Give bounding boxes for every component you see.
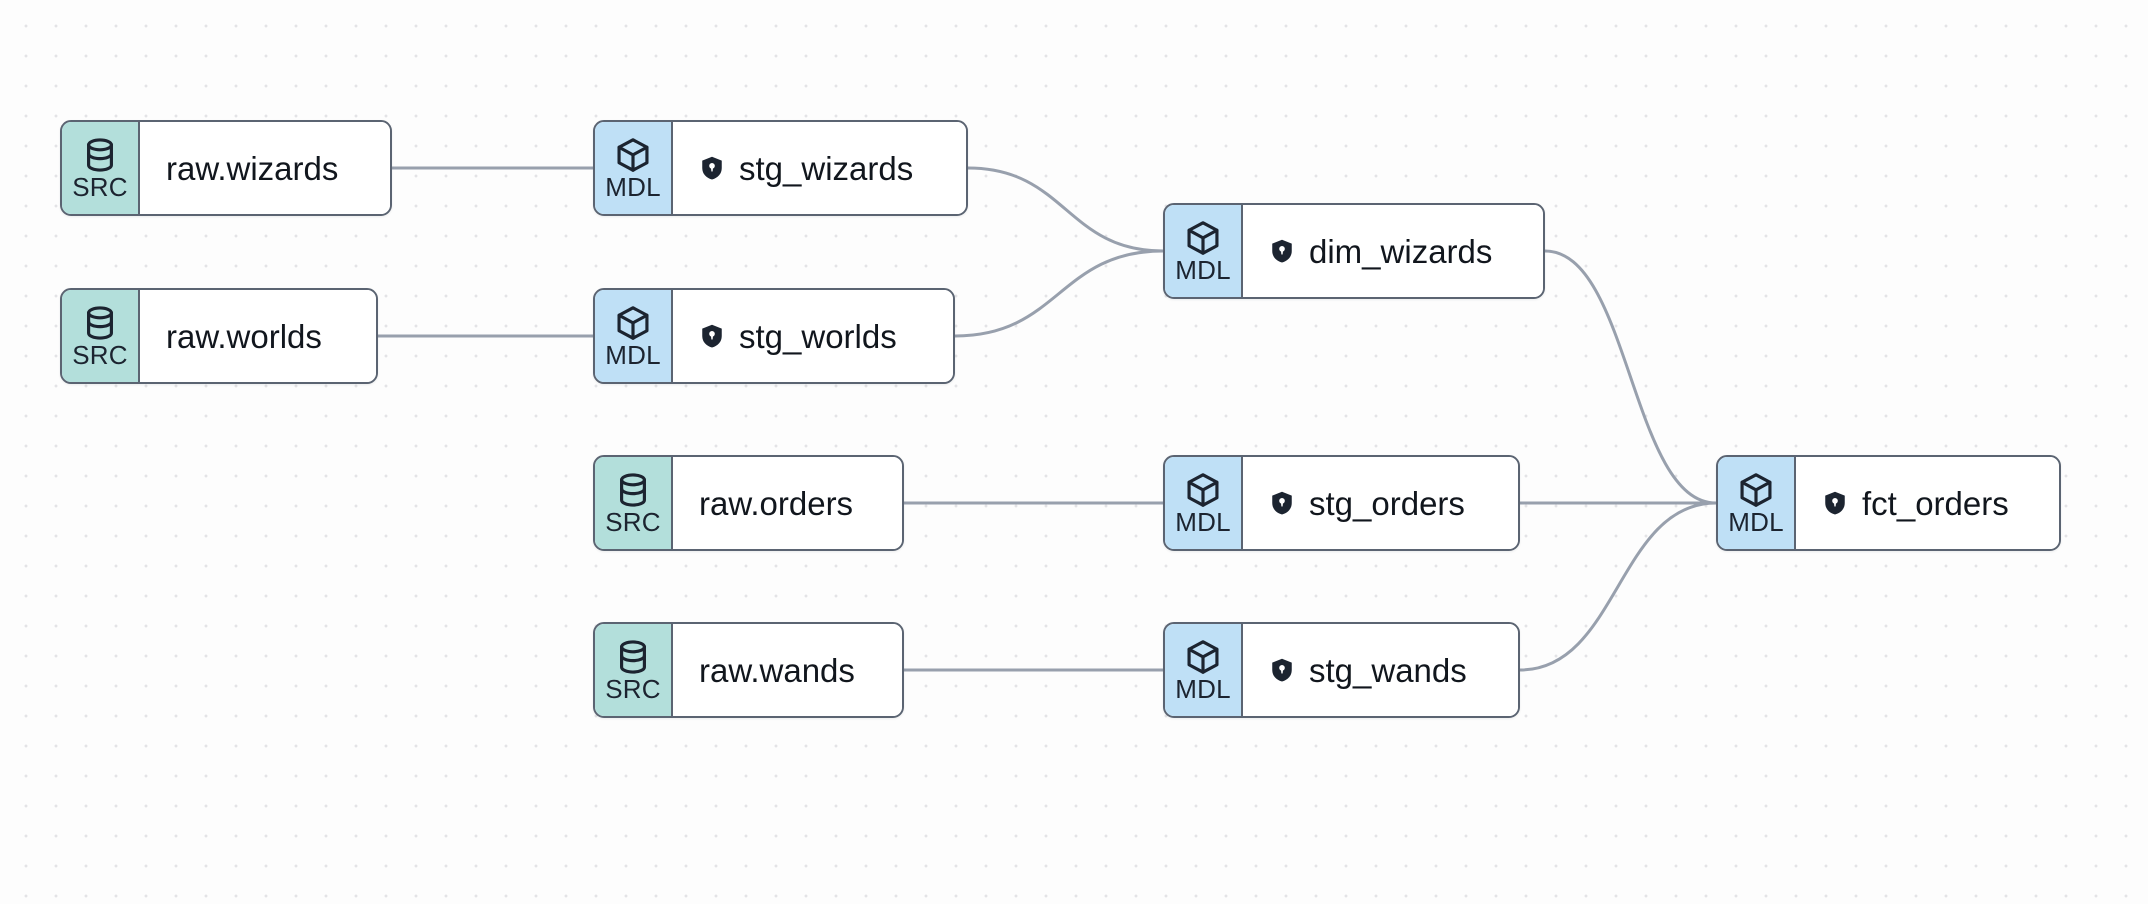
node-label: stg_worlds — [739, 317, 897, 355]
node-type-label: MDL — [1728, 507, 1784, 537]
node-type-label: MDL — [1175, 507, 1231, 537]
cube-icon — [1187, 640, 1219, 674]
database-icon — [87, 138, 113, 172]
shield-lock-icon — [702, 156, 722, 180]
cube-icon — [1187, 221, 1219, 255]
lineage-node-raw-wizards[interactable]: SRC raw.wizards — [60, 120, 392, 216]
node-type-badge: SRC — [595, 624, 673, 716]
lineage-node-stg-wands[interactable]: MDL stg_wands — [1163, 622, 1520, 718]
lineage-node-dim-wizards[interactable]: MDL dim_wizards — [1163, 203, 1545, 299]
shield-lock-icon — [1825, 491, 1845, 515]
lineage-node-raw-orders[interactable]: SRC raw.orders — [593, 455, 904, 551]
node-body: stg_worlds — [673, 290, 953, 382]
node-label: raw.wizards — [166, 149, 339, 187]
node-type-label: MDL — [605, 340, 661, 370]
shield-lock-icon — [1272, 491, 1292, 515]
lineage-node-stg-orders[interactable]: MDL stg_orders — [1163, 455, 1520, 551]
node-type-badge: SRC — [62, 122, 140, 214]
node-type-label: MDL — [1175, 255, 1231, 285]
database-icon — [620, 473, 646, 507]
lineage-node-fct-orders[interactable]: MDL fct_orders — [1716, 455, 2061, 551]
node-type-badge: MDL — [1165, 624, 1243, 716]
node-type-label: SRC — [605, 674, 661, 704]
node-body: dim_wizards — [1243, 205, 1543, 297]
node-label: stg_orders — [1309, 484, 1465, 522]
shield-lock-icon — [1272, 239, 1292, 263]
lineage-node-stg-worlds[interactable]: MDL stg_worlds — [593, 288, 955, 384]
node-type-badge: SRC — [595, 457, 673, 549]
node-label: stg_wizards — [739, 149, 914, 187]
node-type-label: SRC — [605, 507, 661, 537]
node-label: raw.wands — [699, 651, 855, 689]
node-type-badge: MDL — [1718, 457, 1796, 549]
node-label: dim_wizards — [1309, 232, 1493, 270]
database-icon — [87, 306, 113, 340]
node-type-label: SRC — [72, 172, 128, 202]
node-body: raw.worlds — [140, 290, 376, 382]
database-icon — [620, 640, 646, 674]
node-type-label: MDL — [1175, 674, 1231, 704]
cube-icon — [617, 306, 649, 340]
node-body: raw.wizards — [140, 122, 390, 214]
node-label: stg_wands — [1309, 651, 1467, 689]
node-body: stg_orders — [1243, 457, 1518, 549]
lineage-node-raw-worlds[interactable]: SRC raw.worlds — [60, 288, 378, 384]
shield-lock-icon — [1272, 658, 1292, 682]
node-label: fct_orders — [1862, 484, 2009, 522]
node-body: raw.wands — [673, 624, 902, 716]
node-label: raw.worlds — [166, 317, 322, 355]
lineage-edge[interactable] — [1543, 249, 1718, 505]
lineage-node-stg-wizards[interactable]: MDL stg_wizards — [593, 120, 968, 216]
lineage-edge[interactable] — [953, 249, 1165, 338]
lineage-edge[interactable] — [966, 166, 1165, 253]
node-type-badge: MDL — [595, 122, 673, 214]
cube-icon — [1187, 473, 1219, 507]
shield-lock-icon — [702, 324, 722, 348]
node-body: stg_wizards — [673, 122, 966, 214]
cube-icon — [617, 138, 649, 172]
node-type-label: MDL — [605, 172, 661, 202]
node-label: raw.orders — [699, 484, 854, 522]
node-body: stg_wands — [1243, 624, 1518, 716]
node-type-badge: MDL — [1165, 205, 1243, 297]
node-body: raw.orders — [673, 457, 902, 549]
node-type-badge: MDL — [1165, 457, 1243, 549]
lineage-node-raw-wands[interactable]: SRC raw.wands — [593, 622, 904, 718]
cube-icon — [1740, 473, 1772, 507]
node-type-badge: MDL — [595, 290, 673, 382]
node-body: fct_orders — [1796, 457, 2059, 549]
node-type-badge: SRC — [62, 290, 140, 382]
lineage-edge[interactable] — [1518, 501, 1718, 672]
node-type-label: SRC — [72, 340, 128, 370]
